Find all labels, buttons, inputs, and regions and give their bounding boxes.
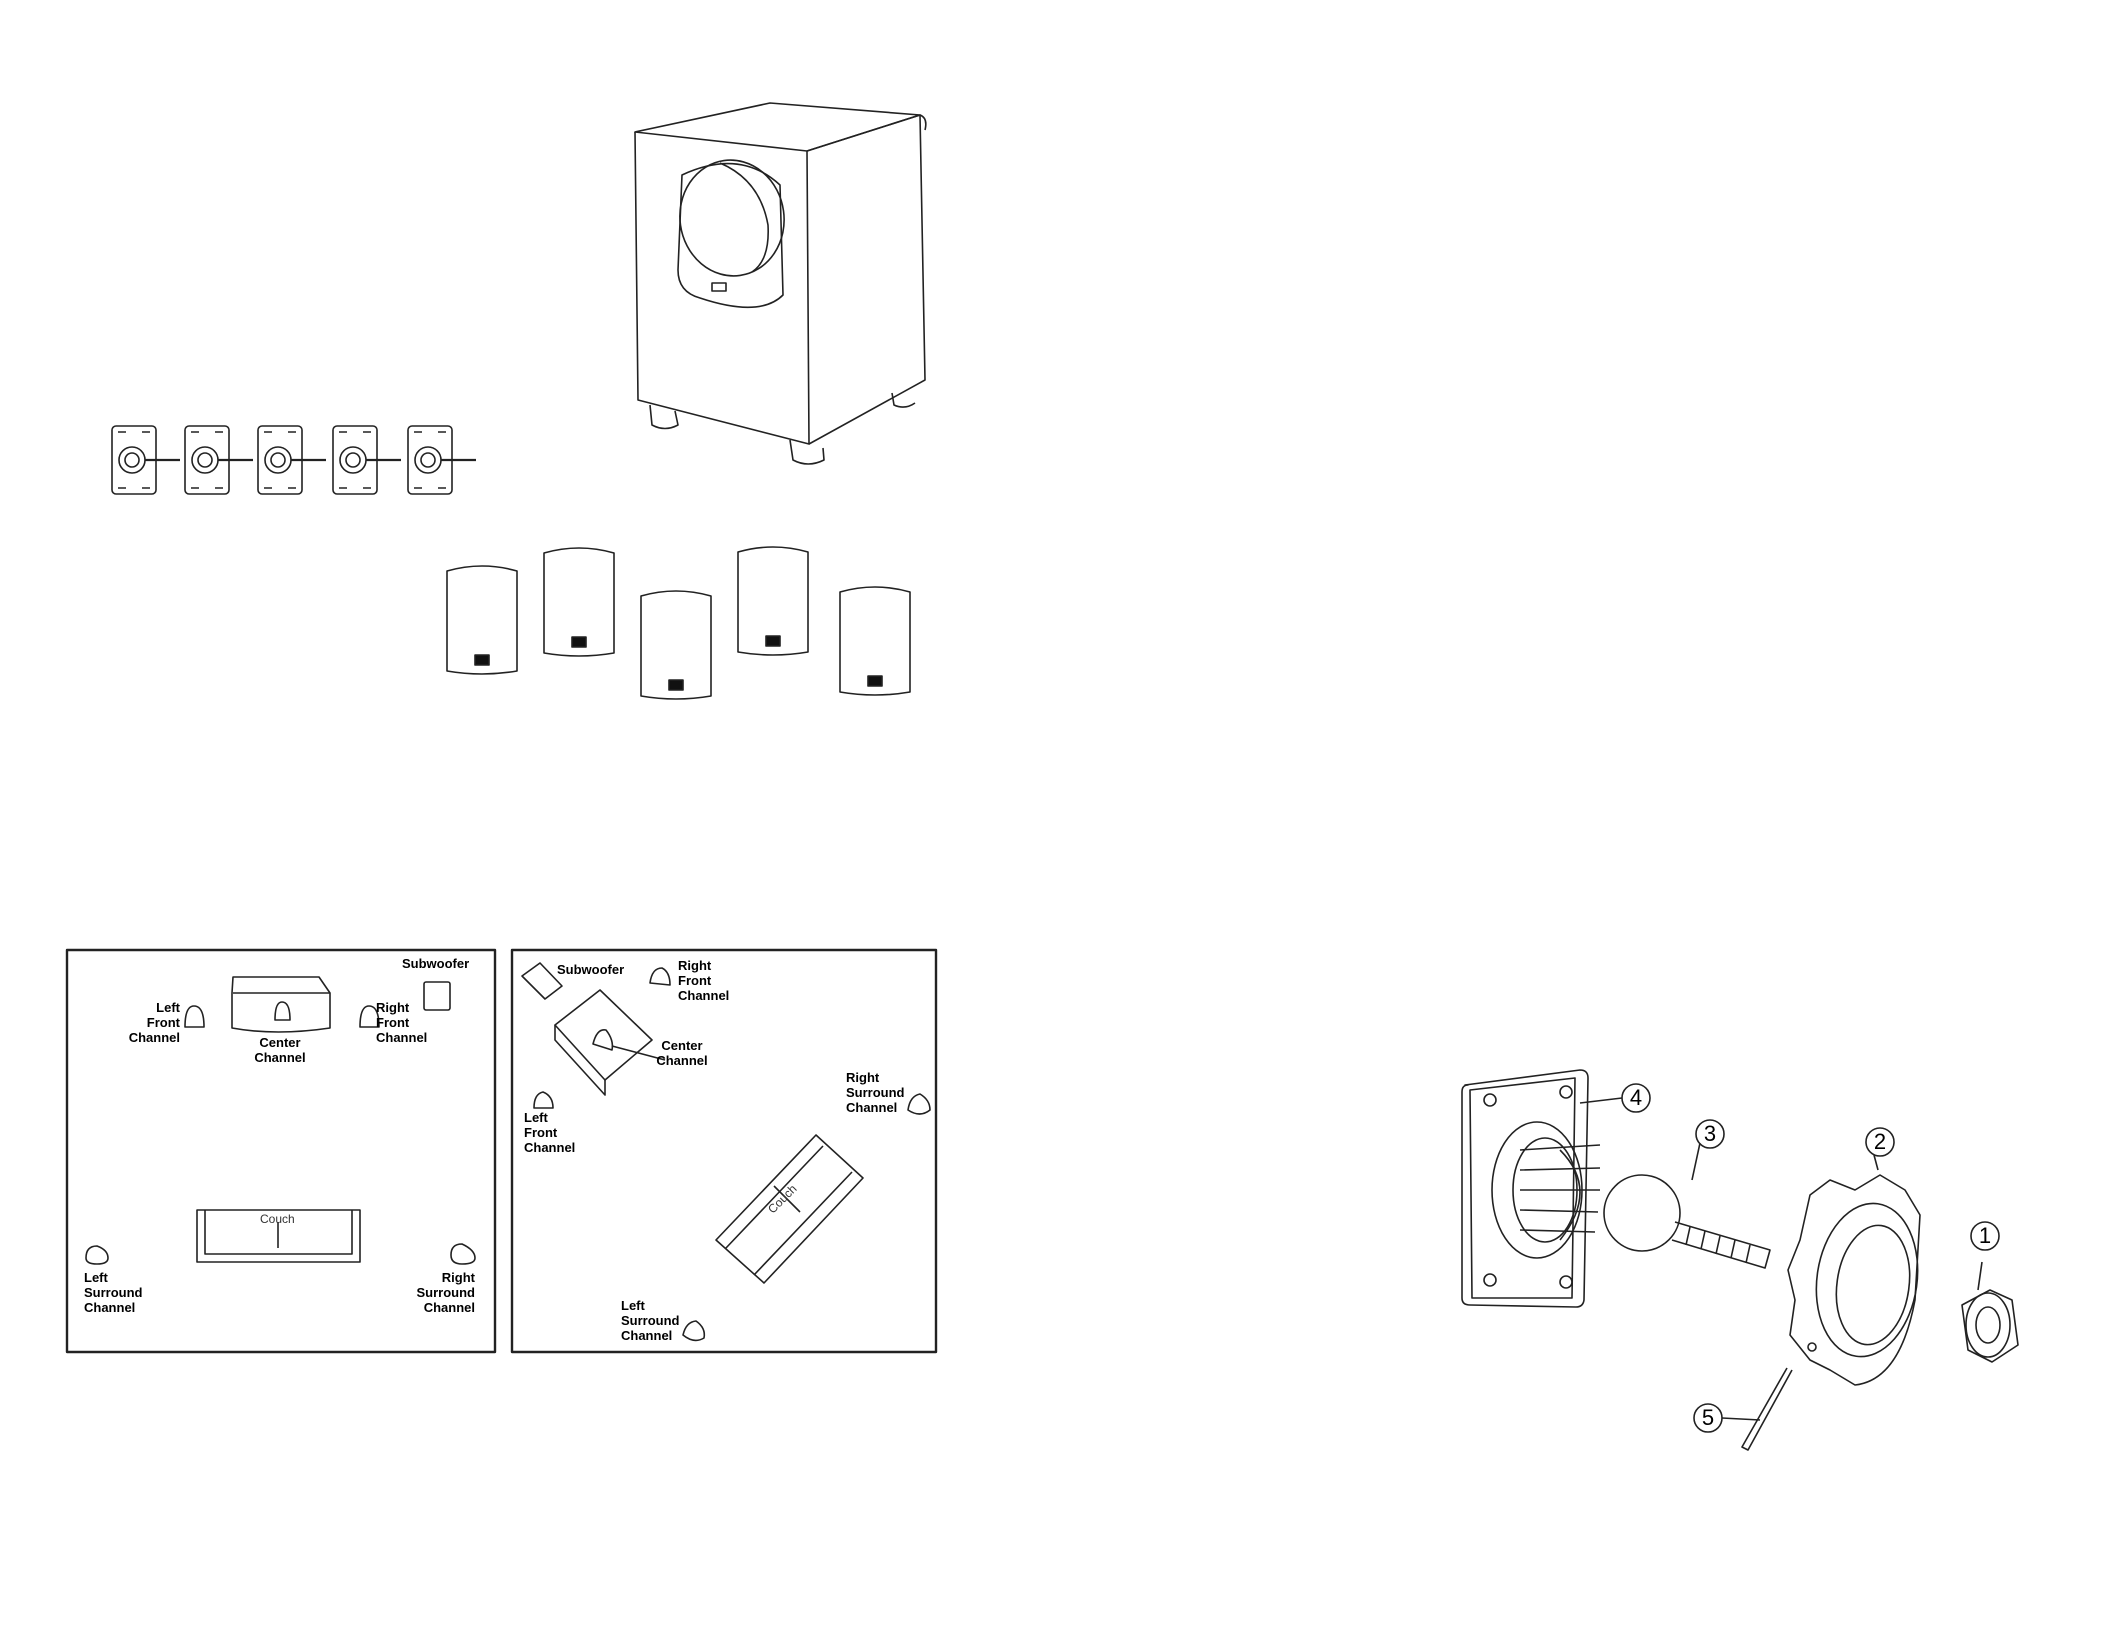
- wall-mount-brackets: [112, 426, 476, 494]
- label-line: Channel: [621, 1328, 680, 1343]
- label-right-front-a: Right Front Channel: [376, 1000, 427, 1045]
- mount-assembly-illustration: [1462, 1070, 2018, 1450]
- label-line: Front: [128, 1015, 180, 1030]
- label-line: Channel: [846, 1100, 905, 1115]
- label-line: Surround: [621, 1313, 680, 1328]
- label-left-front-b: Left Front Channel: [524, 1110, 575, 1155]
- label-line: Front: [376, 1015, 427, 1030]
- label-line: Right: [678, 958, 729, 973]
- label-line: Right: [846, 1070, 905, 1085]
- label-line: Subwoofer: [402, 956, 469, 971]
- label-center-a: Center Channel: [240, 1035, 320, 1065]
- label-subwoofer-a: Subwoofer: [402, 956, 469, 971]
- label-line: Channel: [84, 1300, 143, 1315]
- label-left-front-a: Left Front Channel: [128, 1000, 180, 1045]
- label-right-surround-a: Right Surround Channel: [400, 1270, 475, 1315]
- satellite-speakers: [447, 547, 910, 699]
- label-line: Channel: [128, 1030, 180, 1045]
- label-line: Channel: [240, 1050, 320, 1065]
- callout-4: 4: [1622, 1084, 1650, 1112]
- label-subwoofer-b: Subwoofer: [557, 962, 624, 977]
- couch-label-a: Couch: [260, 1212, 295, 1226]
- label-line: Subwoofer: [557, 962, 624, 977]
- label-line: Front: [678, 973, 729, 988]
- callout-1: 1: [1971, 1222, 1999, 1250]
- label-line: Surround: [400, 1285, 475, 1300]
- label-right-front-b: Right Front Channel: [678, 958, 729, 1003]
- room-layout-b: [512, 950, 936, 1352]
- callout-3: 3: [1696, 1120, 1724, 1148]
- label-line: Center: [652, 1038, 712, 1053]
- label-right-surround-b: Right Surround Channel: [846, 1070, 905, 1115]
- label-line: Center: [240, 1035, 320, 1050]
- label-line: Front: [524, 1125, 575, 1140]
- label-line: Right: [376, 1000, 427, 1015]
- label-line: Channel: [400, 1300, 475, 1315]
- label-line: Left: [524, 1110, 575, 1125]
- label-line: Right: [400, 1270, 475, 1285]
- label-line: Channel: [678, 988, 729, 1003]
- subwoofer-illustration: [635, 103, 926, 464]
- callout-2: 2: [1866, 1128, 1894, 1156]
- callout-5: 5: [1694, 1404, 1722, 1432]
- label-left-surround-a: Left Surround Channel: [84, 1270, 143, 1315]
- label-line: Channel: [524, 1140, 575, 1155]
- label-left-surround-b: Left Surround Channel: [621, 1298, 680, 1343]
- label-center-b: Center Channel: [652, 1038, 712, 1068]
- label-line: Channel: [376, 1030, 427, 1045]
- label-line: Channel: [652, 1053, 712, 1068]
- label-line: Surround: [84, 1285, 143, 1300]
- label-line: Left: [84, 1270, 143, 1285]
- label-line: Surround: [846, 1085, 905, 1100]
- label-line: Left: [128, 1000, 180, 1015]
- label-line: Left: [621, 1298, 680, 1313]
